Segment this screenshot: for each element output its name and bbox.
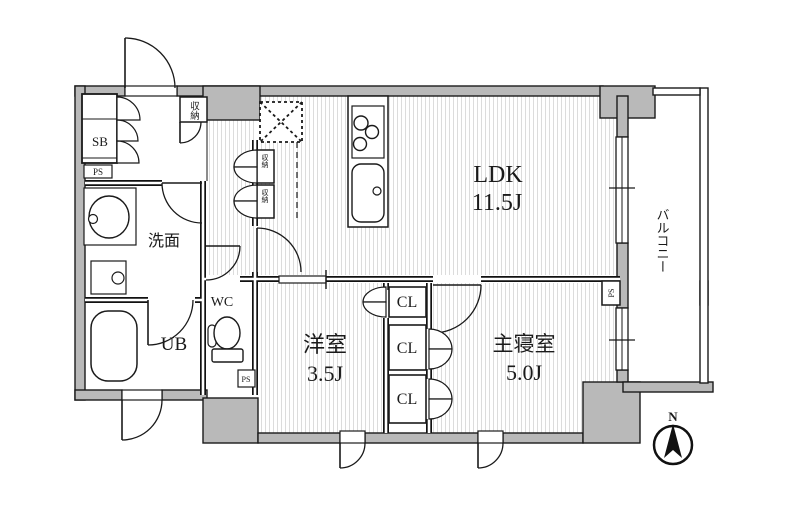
entrance-storage-label: 収納 — [188, 100, 200, 121]
north-arrow-icon — [664, 424, 682, 458]
wall-right-c — [616, 369, 629, 383]
balcony-rail-top — [652, 87, 701, 96]
storage-upper-door2 — [233, 166, 258, 184]
entrance-door-swing — [124, 37, 176, 89]
shoe-box — [81, 93, 141, 179]
western-room-window-swing — [339, 442, 366, 469]
bedroom-size-label: 5.0J — [506, 360, 543, 385]
washing-machine-drain — [111, 271, 125, 285]
balcony-floor-edge — [622, 381, 714, 393]
floor-hatching — [207, 96, 617, 433]
corridor-storage — [233, 149, 275, 219]
refrigerator-x1 — [259, 101, 303, 143]
bath-door-swing — [147, 299, 194, 346]
pipe-space-bedroom-box — [601, 280, 621, 306]
closet3-label: CL — [397, 391, 417, 408]
wall-bottom-a — [257, 432, 341, 444]
wall-block-under-wc — [202, 397, 259, 444]
windows — [609, 136, 635, 371]
wall-right-a — [616, 95, 629, 138]
wc-room — [205, 245, 256, 388]
balcony-rail-right — [699, 87, 709, 384]
refrigerator-x2 — [259, 101, 303, 143]
closet2-door2 — [428, 348, 453, 370]
ps-wc-label: PS — [242, 375, 251, 384]
shoe-box-cabinet — [81, 93, 118, 164]
kitchen-storage-lower-label: 収納 — [261, 189, 269, 204]
burner3 — [352, 136, 368, 152]
exterior-walls — [74, 85, 714, 444]
burner1 — [353, 115, 369, 131]
balcony-label: バルコニー — [655, 208, 670, 273]
closet3-door2 — [428, 398, 453, 420]
wall-bottom-c — [502, 432, 584, 444]
western-room-sliding-door — [278, 270, 327, 289]
ldk-size-label: 11.5J — [472, 190, 522, 216]
western-room-window — [339, 430, 366, 444]
closet1-door2 — [362, 301, 387, 318]
wall-block-corridor-top — [202, 85, 261, 121]
bedroom-label: 主寝室 — [493, 332, 556, 356]
pipe-space-wc — [237, 369, 256, 388]
bottom-door-threshold — [121, 389, 163, 401]
ldk-label: LDK — [473, 162, 523, 188]
western-room-label: 洋室 — [303, 332, 347, 357]
ps-entrance-label: PS — [93, 167, 103, 177]
storage-lower-door2 — [233, 200, 258, 219]
ldk-door-swing — [256, 227, 302, 273]
closet2-box — [388, 324, 427, 371]
western-room-size-label: 3.5J — [307, 361, 344, 386]
ldk-floor — [259, 96, 617, 275]
balcony-structure — [652, 87, 709, 384]
bedroom-small-window-swing — [477, 442, 504, 469]
compass-north-label: N — [668, 409, 678, 424]
shoe-box-label: SB — [92, 134, 108, 149]
casement-windows — [339, 430, 504, 469]
ps-bedroom-label: PS — [607, 289, 616, 298]
sliding-door-panel — [278, 275, 327, 284]
washroom-door-swing — [161, 182, 203, 224]
wc-label: WC — [211, 295, 234, 310]
washroom-fixtures — [83, 187, 137, 295]
shoe-box-door1 — [116, 96, 141, 121]
unit-bath — [90, 299, 194, 382]
pipe-space-entrance — [83, 164, 113, 179]
entrance-storage-box — [179, 96, 208, 123]
compass: N — [652, 409, 694, 466]
ldk-door — [256, 227, 302, 273]
wall-bottom-left-a — [74, 389, 123, 401]
kitchen-storage-upper-label: 収納 — [261, 154, 269, 169]
wall-bottom-b — [364, 432, 479, 444]
closet2-label: CL — [397, 340, 417, 357]
exterior-door-bottom — [121, 389, 163, 441]
shoe-box-door2 — [116, 119, 139, 142]
burner2 — [364, 124, 380, 140]
sink-faucet — [372, 186, 382, 196]
room-labels: LDK 11.5J 洋室 3.5J 主寝室 5.0J 洗面 WC UB SB P… — [92, 100, 669, 408]
kitchen — [259, 95, 389, 228]
shoe-box-door3 — [116, 140, 140, 164]
washroom-label: 洗面 — [148, 232, 180, 250]
basin-faucet — [87, 213, 99, 225]
bedroom-small-window — [477, 430, 504, 444]
bath-label: UB — [161, 334, 187, 355]
toilet-tank — [211, 348, 244, 363]
wc-door-swing — [205, 245, 241, 281]
closet3-box — [388, 374, 427, 424]
entrance-threshold — [124, 85, 178, 97]
bottom-door-swing — [121, 399, 163, 441]
closet1-box — [388, 286, 427, 318]
bathtub — [90, 310, 138, 382]
entrance-storage-door-swing — [179, 121, 202, 144]
washroom-door — [161, 182, 203, 224]
closet1-label: CL — [397, 294, 417, 311]
entrance-storage — [179, 96, 208, 144]
closet-column — [362, 286, 453, 424]
toilet-bowl — [213, 316, 241, 350]
entrance-door — [124, 37, 178, 97]
kitchen-sink — [351, 163, 385, 223]
